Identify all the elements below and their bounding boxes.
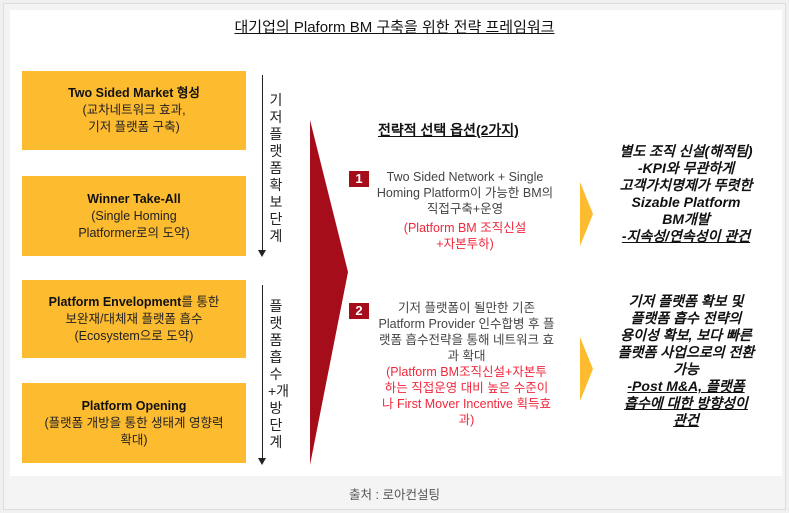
result-key-point: -Post M&A, 플랫폼 흡수에 대한 방향성이 관건	[624, 378, 748, 428]
option-1: Two Sided Network + Single Homing Platfo…	[374, 169, 556, 252]
result-key-point: -지속성/연속성이 관건	[621, 228, 751, 244]
option-note: (Platform BM조직신설+자본투하는 직접운영 대비 높은 수준이나 F…	[382, 365, 551, 427]
title-text: 대기업의 Plaform BM 구축을 위한 전략 프레임워크	[234, 19, 555, 36]
stage-desc: 보완재/대체재 플랫폼 흡수 (Ecosystem으로 도약)	[65, 311, 203, 343]
stage-heading: Two Sided Market 형성	[68, 86, 200, 100]
option-text: 기저 플랫폼이 될만한 기존 Platform Provider 인수합병 후 …	[378, 301, 555, 363]
option-text: Two Sided Network + Single Homing Platfo…	[376, 170, 554, 216]
stage-box-1: Two Sided Market 형성 (교차네트워크 효과, 기저 플랫폼 구축…	[22, 71, 246, 150]
stage-heading: Winner Take-All	[87, 191, 181, 206]
result-2: 기저 플랫폼 확보 및 플랫폼 흡수 전략의 용이성 확보, 보다 빠른 플랫폼…	[598, 293, 774, 429]
option-2: 기저 플랫폼이 될만한 기존 Platform Provider 인수합병 후 …	[374, 300, 559, 428]
source-caption: 출처 : 로아컨설팅	[349, 488, 440, 502]
option-1-badge: 1	[349, 171, 369, 187]
stage-heading: Platform Opening	[81, 398, 187, 413]
result-1: 별도 조직 신설(해적팀) -KPI와 무관하게 고객가치명제가 뚜렷한 Siz…	[598, 143, 774, 245]
yellow-arrow-1	[580, 182, 593, 246]
phase-label-1: 기저 플랫폼 확보단계	[269, 92, 283, 244]
red-chevron-arrow	[310, 120, 348, 465]
phase-label-2: 플랫폼 흡수+개방 단계	[268, 298, 290, 450]
result-text: 기저 플랫폼 확보 및 플랫폼 흡수 전략의 용이성 확보, 보다 빠른 플랫폼…	[617, 293, 755, 377]
stage-box-4: Platform Opening (플랫폼 개방을 통한 생태계 영향력 확대)	[22, 383, 246, 463]
option-note: (Platform BM 조직신설+자본투하)	[403, 221, 527, 251]
phase-arrow-1	[258, 75, 266, 257]
phase-arrow-2	[258, 285, 266, 465]
stage-heading: Platform Envelopment	[48, 294, 182, 309]
stage-desc: (Single Homing Platformer로의 도약)	[78, 208, 190, 240]
yellow-arrow-2	[580, 337, 593, 401]
stage-box-2: Winner Take-All (Single Homing Platformer…	[22, 176, 246, 256]
stage-heading-suffix: 를 통한	[181, 294, 220, 309]
options-title: 전략적 선택 옵션(2가지)	[378, 122, 519, 138]
page-title: 대기업의 Plaform BM 구축을 위한 전략 프레임워크	[0, 16, 789, 37]
result-text: 별도 조직 신설(해적팀) -KPI와 무관하게 고객가치명제가 뚜렷한 Siz…	[619, 143, 753, 227]
option-2-badge: 2	[349, 303, 369, 319]
stage-desc: (플랫폼 개방을 통한 생태계 영향력 확대)	[44, 415, 224, 447]
stage-desc: (교차네트워크 효과, 기저 플랫폼 구축)	[82, 103, 186, 134]
